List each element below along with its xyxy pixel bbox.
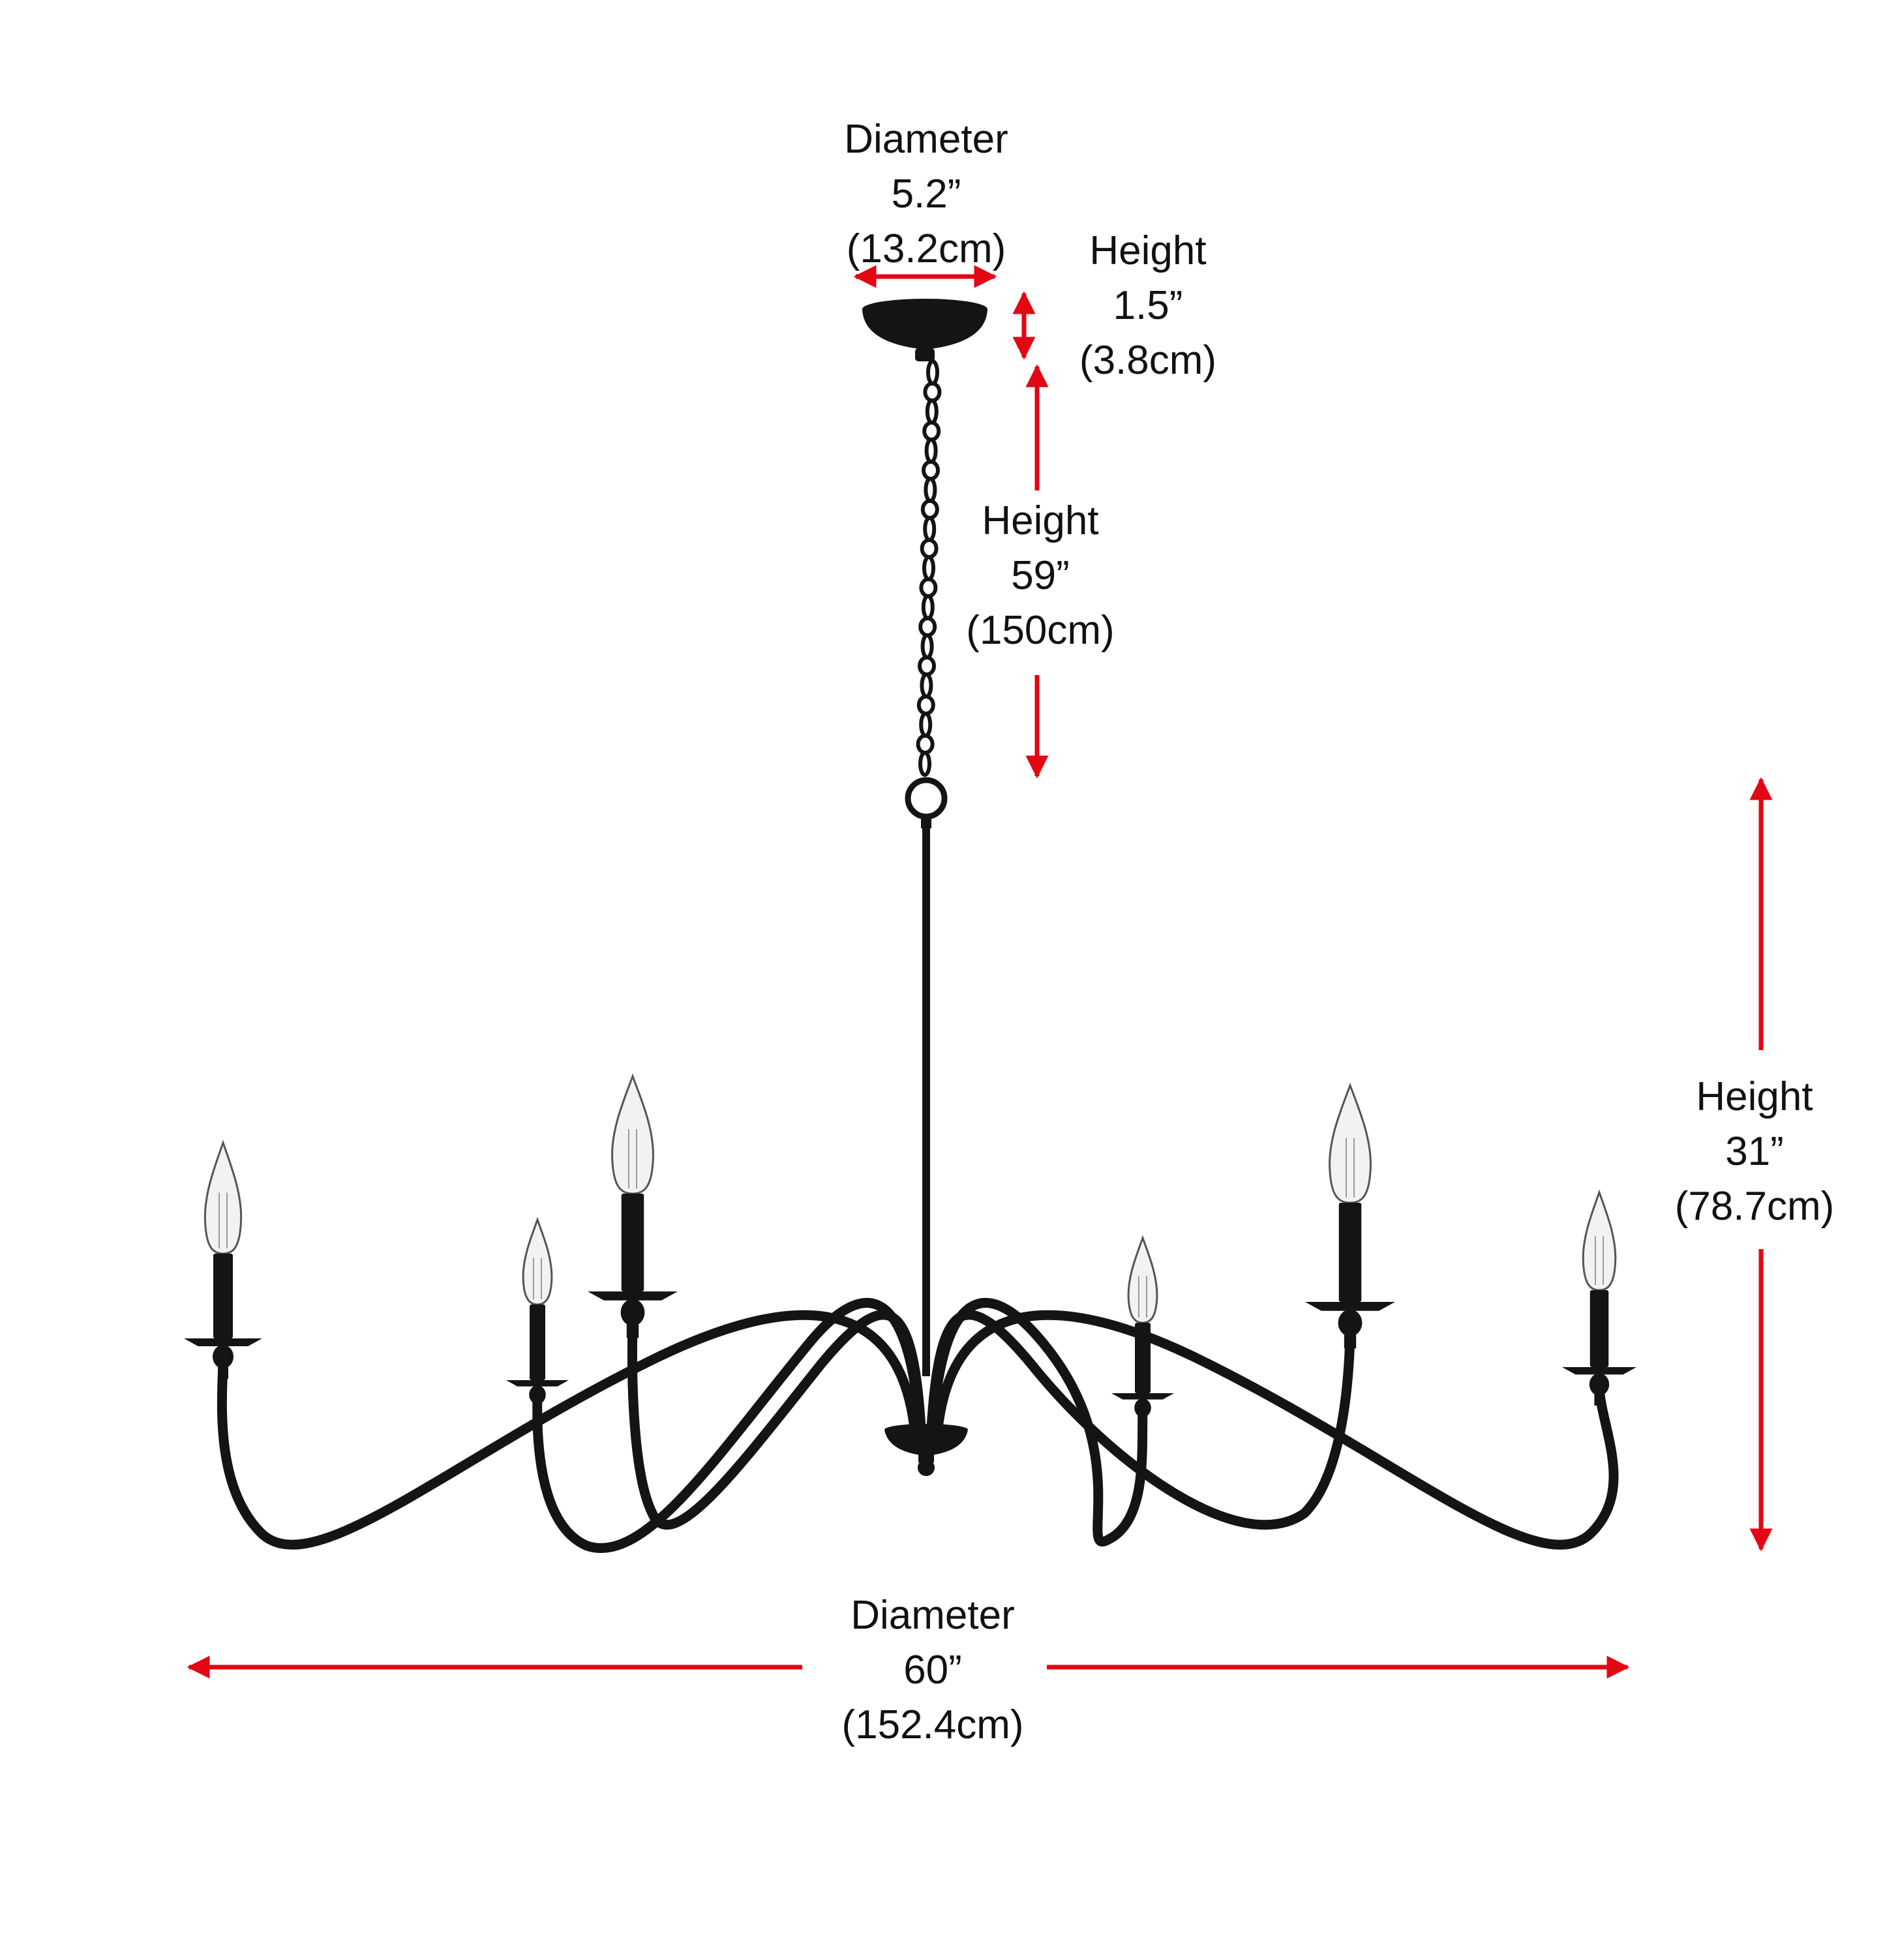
center-bowl	[884, 1424, 968, 1476]
candle-arm	[588, 1073, 678, 1338]
candle-sleeve	[1589, 1290, 1609, 1367]
cup-knob	[213, 1345, 233, 1368]
cup-knob	[1338, 1309, 1363, 1336]
center-stem	[922, 827, 930, 1376]
arm-curve	[927, 1297, 1148, 1547]
chain-link	[924, 438, 938, 464]
bulb-filament	[1346, 1138, 1355, 1198]
candle-sleeve	[1338, 1203, 1362, 1302]
canopy-diameter-title: Diameter	[844, 117, 1008, 162]
canopy-height-metric: (3.8cm)	[1079, 338, 1217, 383]
chain-link	[922, 421, 941, 442]
canopy-diameter-imperial: 5.2”	[891, 172, 961, 217]
body-diameter-metric: (152.4cm)	[841, 1702, 1024, 1747]
bulb-filament	[1138, 1276, 1147, 1318]
bulb-filament	[628, 1129, 637, 1188]
bobeche-cup	[184, 1338, 262, 1346]
body-diameter-imperial: 60”	[903, 1648, 962, 1693]
bulb	[1329, 1082, 1372, 1204]
body-height-title: Height	[1696, 1074, 1813, 1119]
chain-link	[926, 359, 939, 385]
candle-sleeve	[621, 1194, 644, 1291]
bulb-filament	[1595, 1236, 1604, 1285]
chain-link	[921, 594, 935, 620]
arm-curve	[627, 1310, 926, 1530]
arm-curve	[933, 1310, 1619, 1550]
cup-knob	[620, 1299, 645, 1326]
bulb	[1582, 1189, 1617, 1291]
chain-height-title: Height	[982, 498, 1099, 543]
candle-sleeve	[1135, 1323, 1151, 1393]
chain-link	[919, 577, 938, 598]
canopy-diameter-metric: (13.2cm)	[846, 226, 1006, 271]
cup-knob	[1589, 1373, 1610, 1396]
bulb-filament	[218, 1192, 228, 1248]
cup-knob	[1134, 1398, 1151, 1417]
body-height-label: Height 31” (78.7cm)	[1657, 1070, 1852, 1234]
cup-knob	[529, 1385, 546, 1404]
chain-link	[923, 382, 942, 402]
chain-link	[920, 672, 933, 699]
ceiling-canopy	[862, 299, 987, 361]
cup-neck	[533, 1403, 542, 1413]
chain-link	[920, 538, 939, 559]
arm-curve	[217, 1310, 920, 1550]
chain-height-imperial: 59”	[1011, 553, 1070, 598]
bobeche-cup	[1111, 1393, 1174, 1400]
chain-link	[918, 751, 931, 777]
bulb	[1127, 1235, 1158, 1324]
bobeche-cup	[1562, 1367, 1636, 1375]
candle-arm	[1562, 1189, 1636, 1406]
chain-link	[916, 734, 935, 755]
canopy-height-title: Height	[1089, 228, 1207, 273]
chain-link	[923, 516, 937, 542]
candle-sleeve	[213, 1254, 233, 1338]
hanging-chain	[916, 359, 942, 777]
chain-link	[918, 616, 937, 637]
chain-height-metric: (150cm)	[966, 608, 1115, 653]
canopy-height-imperial: 1.5”	[1113, 283, 1183, 328]
bobeche-cup	[506, 1380, 569, 1387]
body-height-metric: (78.7cm)	[1674, 1184, 1835, 1229]
bulb	[611, 1073, 654, 1195]
canopy-diameter-label: Diameter 5.2” (13.2cm)	[822, 112, 1031, 277]
chain-link	[922, 555, 935, 581]
candle-arm	[184, 1139, 262, 1379]
bulb-filament	[533, 1258, 542, 1299]
chandelier-arms	[217, 1297, 1619, 1553]
chain-link	[920, 499, 939, 520]
chain-link	[925, 399, 939, 425]
cup-neck	[218, 1367, 228, 1379]
bulb	[522, 1216, 553, 1306]
cup-neck	[1594, 1394, 1604, 1406]
body-height-imperial: 31”	[1725, 1129, 1784, 1174]
candle-arm	[1305, 1082, 1395, 1349]
chandelier-fixture	[184, 299, 1636, 1553]
cup-neck	[1344, 1334, 1357, 1349]
candle-arm	[1111, 1235, 1174, 1426]
bobeche-cup	[588, 1291, 678, 1301]
chain-link	[919, 712, 933, 738]
chain-link	[916, 695, 935, 716]
ring-loop	[905, 777, 948, 828]
chain-link	[920, 633, 934, 659]
cup-neck	[1138, 1416, 1147, 1426]
candle-sleeve	[530, 1304, 545, 1380]
arm-curve	[532, 1297, 925, 1553]
candle-arm	[506, 1216, 569, 1413]
chain-height-label: Height 59” (150cm)	[949, 494, 1132, 658]
arm-curve	[926, 1310, 1355, 1530]
bobeche-cup	[1305, 1302, 1395, 1311]
canopy-height-label: Height 1.5” (3.8cm)	[1057, 224, 1239, 388]
body-diameter-title: Diameter	[851, 1593, 1015, 1638]
chain-link	[924, 477, 937, 503]
bulb	[203, 1139, 243, 1255]
cup-neck	[626, 1324, 639, 1338]
candles	[184, 1073, 1636, 1426]
chain-link	[918, 656, 936, 676]
chain-link	[922, 460, 940, 481]
body-diameter-label: Diameter 60” (152.4cm)	[822, 1588, 1044, 1753]
